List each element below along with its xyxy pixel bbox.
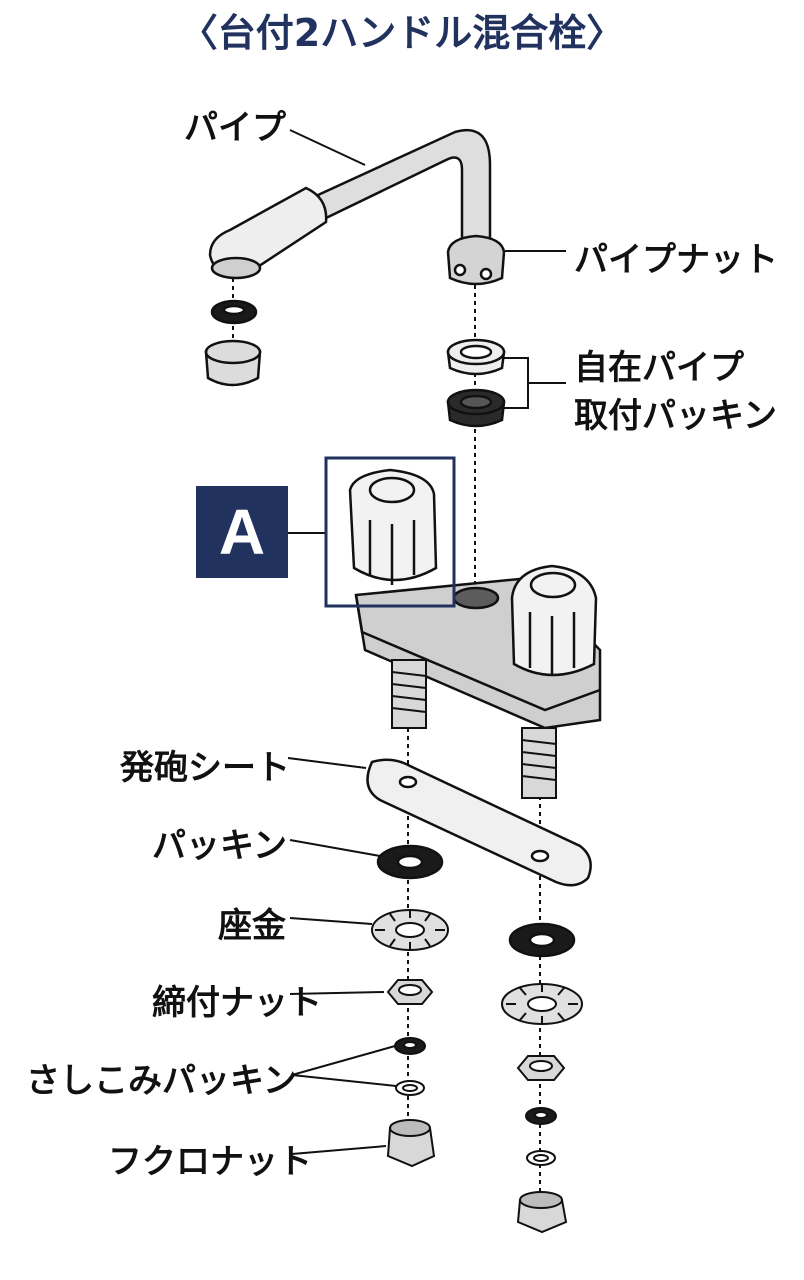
label-washer: 座金	[218, 906, 286, 946]
leader-packing	[289, 839, 381, 857]
label-packing: パッキン	[152, 826, 287, 866]
pipe	[208, 128, 492, 280]
label-pipe-nut: パイプナット	[574, 240, 778, 280]
leader-washer	[289, 917, 373, 925]
label-tighten-nut: 締付ナット	[152, 983, 322, 1023]
mount-packing	[446, 388, 506, 428]
washer-left	[371, 909, 449, 951]
cap-nut-left	[386, 1119, 436, 1168]
tighten-nut-left	[386, 979, 434, 1005]
leader-foam-sheet	[287, 757, 367, 769]
handle-right	[510, 564, 598, 677]
highlight-box-a	[324, 456, 456, 608]
leader-insert-packing-2	[291, 1074, 397, 1087]
diagram-title: 〈台付2ハンドル混合栓〉	[179, 11, 625, 55]
leader-pipe	[289, 129, 366, 166]
foam-sheet	[366, 758, 592, 887]
label-mount-packing: 取付パッキン	[574, 396, 777, 436]
split-ring	[446, 338, 506, 376]
pipe-nut	[446, 234, 506, 286]
insert-packing-right-black	[525, 1107, 557, 1125]
label-insert-packing: さしこみパッキン	[26, 1061, 297, 1101]
label-foam-sheet: 発砲シート	[120, 748, 290, 788]
threaded-shank-right	[521, 727, 557, 799]
leader-lines	[287, 129, 566, 1155]
tighten-nut-right	[516, 1055, 566, 1081]
label-cap-nut: フクロナット	[108, 1142, 312, 1182]
insert-packing-left-black	[394, 1037, 426, 1055]
packing-left	[376, 844, 444, 880]
insert-packing-right-white	[526, 1150, 556, 1166]
handle-a	[348, 468, 438, 585]
insert-packing-left-white	[395, 1080, 425, 1096]
badge-a: A	[196, 486, 288, 578]
leader-cap-nut	[291, 1145, 387, 1155]
washer-right	[501, 983, 583, 1025]
threaded-shank-left	[391, 659, 427, 729]
packing-right	[508, 922, 576, 958]
aerator-gasket	[210, 299, 258, 325]
label-pipe: パイプ	[184, 108, 286, 148]
aerator	[204, 339, 262, 387]
leader-insert-packing-1	[291, 1045, 396, 1076]
leader-jizai-bracket	[500, 357, 566, 409]
leader-tighten-nut	[289, 991, 385, 995]
cap-nut-right	[516, 1191, 568, 1234]
label-jizai-pipe: 自在パイプ	[574, 348, 744, 388]
